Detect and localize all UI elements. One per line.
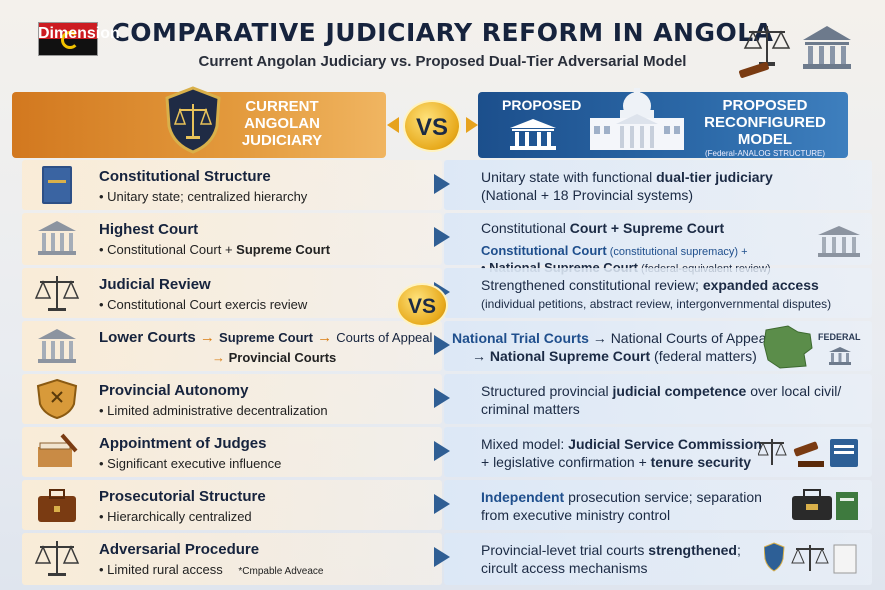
vs-badge: VS [403,100,461,152]
current-value: • Unitary state; centralized hierarchy [99,189,308,204]
table-row: Highest Court • Constitutional Court + S… [12,213,872,275]
supreme-court-icon [818,226,860,257]
proposed-short-header: PROPOSED [502,97,582,113]
federal-court-icon [829,347,851,365]
dimension-name: Lower Courts → Supreme Court → Courts of… [99,329,433,346]
table-row: Appointment of Judges • Significant exec… [12,427,872,477]
scales-gavel-file-icon [758,439,858,467]
briefcase-icon [38,489,76,522]
dimension-name: Prosecutorial Structure [99,488,266,505]
current-judiciary-header: CURRENT ANGOLAN JUDICIARY [241,98,323,149]
constitution-book-icon [42,166,72,204]
arrow-right-icon [434,227,450,247]
dimension-name: Constitutional Structure [99,168,271,185]
proposed-model-header: PROPOSED RECONFIGURED MODEL [704,97,826,148]
arrow-right-icon [434,174,450,194]
proposed-model-note: (Federal-ANALOG STRUCTURE) [704,149,825,158]
court-columns-icon [38,329,76,363]
proposed-value: Structured provincial judicial competenc… [481,383,842,417]
page-subtitle: Current Angolan Judiciary vs. Proposed D… [198,53,687,70]
dimension-name: Adversarial Procedure [99,541,260,558]
capitol-building-icon [590,88,684,150]
current-value: • Significant executive influence [99,456,282,471]
table-row: Adversarial Procedure • Limited rural ac… [12,533,872,585]
angola-map-icon [763,325,813,369]
vs-arrow-left-icon [387,117,399,133]
dimension-name: Highest Court [99,221,199,238]
arrow-right-icon [434,547,450,567]
documents-pen-icon [38,433,78,467]
scales-of-justice-icon [34,541,80,576]
table-row: Lower Courts → Supreme Court → Courts of… [12,321,872,371]
table-row: Prosecutorial Structure • Hierarchically… [12,480,872,530]
federal-label: FEDERAL [818,332,861,342]
vs-arrow-right-icon [466,117,478,133]
dimension-name: Provincial Autonomy [99,382,249,399]
vs-badge-middle: VS [396,283,448,327]
current-value: → Provincial Courts [212,350,337,365]
arrow-right-icon [434,494,450,514]
current-value: • Hierarchically centralized [99,509,252,524]
table-row: Provincial Autonomy • Limited administra… [12,374,872,424]
autonomy-shield-icon [36,378,78,420]
page-title: COMPARATIVE JUDICIARY REFORM IN ANGOLA [111,18,774,47]
dimension-name: Judicial Review [99,276,211,293]
angola-flag-icon [38,22,98,56]
arrow-right-icon [434,441,450,461]
dimension-header: Dimension [38,25,120,42]
proposed-value: Strengthened constitutional review; expa… [481,277,832,311]
courthouse-icon [38,221,76,255]
scales-of-justice-icon [34,276,80,311]
current-value: • Limited administrative decentralizatio… [99,403,328,418]
arrow-right-icon [434,388,450,408]
proposed-value: National Trial Courts → National Courts … [452,330,770,364]
current-value: • Constitutional Court exercis review [99,297,308,312]
shield-scales-doc-icon [764,542,857,574]
justice-shield-icon [165,86,221,154]
arrow-right-icon [434,335,450,355]
proposed-value: Unitary state with functional dual-tier … [481,169,773,203]
proposed-value: Mixed model: Judicial Service Commission… [481,436,762,470]
scales-gavel-court-icon [739,26,851,78]
table-row: Constitutional Structure • Unitary state… [12,160,872,210]
current-value: • Limited rural access *Cmpable Adveace [99,562,324,577]
court-building-icon [510,119,556,150]
table-row: Judicial Review • Constitutional Court e… [12,268,872,318]
proposed-value: Independent prosecution service; separat… [481,489,762,523]
dimension-name: Appointment of Judges [99,435,267,452]
proposed-value: Provincial-levet trial courts strengthen… [481,542,741,576]
briefcase-document-icon [792,489,858,520]
current-value: • Constitutional Court + Supreme Court [99,242,331,257]
